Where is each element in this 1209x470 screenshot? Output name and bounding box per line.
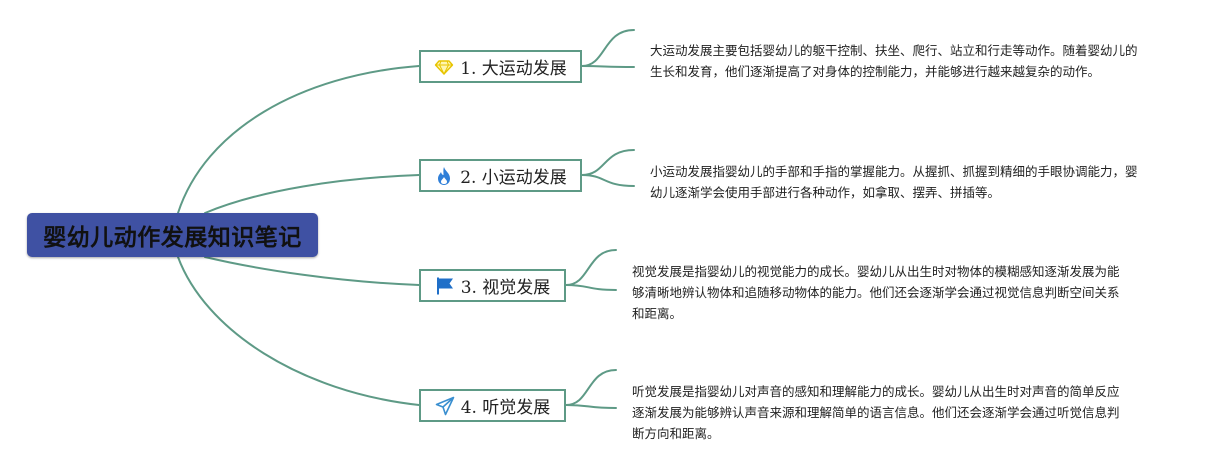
connector-root-branch-2 [204, 174, 420, 214]
description-gross-motor: 大运动发展主要包括婴幼儿的躯干控制、扶坐、爬行、站立和行走等动作。随着婴幼儿的生… [650, 43, 1138, 79]
connector-branch-4-desc [565, 369, 617, 409]
branch-fine-motor[interactable]: 2. 小运动发展 [419, 159, 582, 192]
description-fine-motor: 小运动发展指婴幼儿的手部和手指的掌握能力。从握抓、抓握到精细的手眼协调能力，婴幼… [650, 164, 1138, 200]
branch-gross-motor[interactable]: 1. 大运动发展 [419, 50, 582, 83]
branch-vision[interactable]: 3. 视觉发展 [419, 269, 566, 302]
connector-branch-3-desc [565, 249, 617, 291]
branch-hearing[interactable]: 4. 听觉发展 [419, 389, 566, 422]
description-hearing: 听觉发展是指婴幼儿对声音的感知和理解能力的成长。婴幼儿从出生时对声音的简单反应逐… [632, 384, 1120, 441]
flag-icon [435, 276, 455, 296]
connector-root-branch-3 [204, 256, 420, 286]
connector-branch-2-desc [581, 149, 635, 187]
root-title: 婴幼儿动作发展知识笔记 [43, 225, 302, 251]
connector-root-branch-4 [177, 256, 420, 406]
fire-icon [434, 166, 454, 186]
connector-root-branch-1 [177, 65, 420, 214]
branch-label: 4. 听觉发展 [460, 398, 551, 418]
diamond-icon [434, 57, 454, 77]
paper-plane-icon [435, 396, 455, 416]
branch-label: 3. 视觉发展 [460, 278, 551, 298]
root-topic[interactable]: 婴幼儿动作发展知识笔记 [27, 213, 318, 257]
branch-label: 1. 大运动发展 [460, 59, 567, 79]
description-vision: 视觉发展是指婴幼儿的视觉能力的成长。婴幼儿从出生时对物体的模糊感知逐渐发展为能够… [632, 264, 1120, 321]
connector-branch-1-desc [581, 29, 635, 68]
branch-label: 2. 小运动发展 [460, 168, 567, 188]
